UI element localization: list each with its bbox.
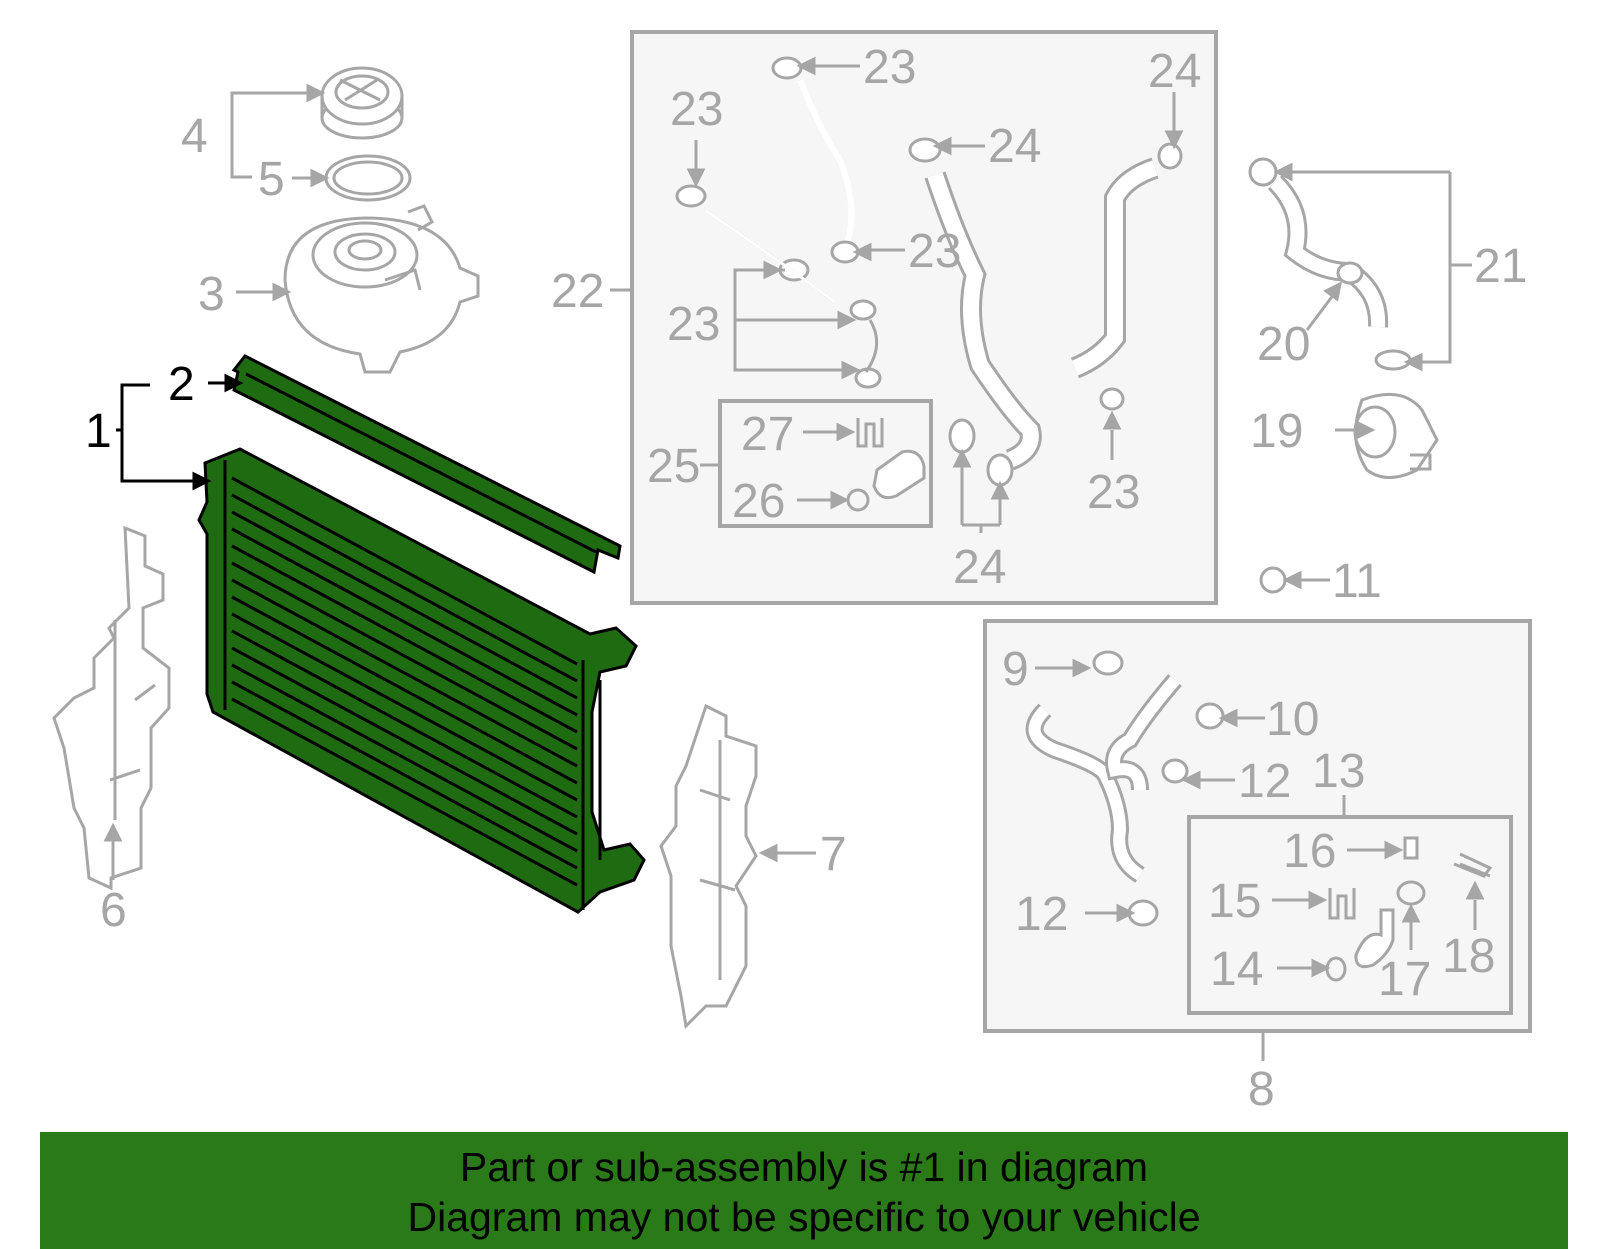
left-air-guide-part (52, 525, 171, 891)
group-box-8 (983, 619, 1532, 1033)
callout-1: 1 (85, 405, 112, 458)
callout-17: 17 (1378, 953, 1431, 1006)
callout-6: 6 (100, 884, 127, 937)
callout-26: 26 (732, 475, 785, 528)
reservoir-cap-part (320, 66, 404, 140)
hose-group-21 (1248, 157, 1412, 371)
leader-lines-highlight (116, 373, 244, 491)
callout-23-bottom: 23 (1087, 466, 1140, 519)
callout-16: 16 (1283, 825, 1336, 878)
callout-12-upper: 12 (1238, 755, 1291, 808)
callout-23-left: 23 (670, 83, 723, 136)
callout-13: 13 (1312, 745, 1365, 798)
callout-3: 3 (198, 268, 225, 321)
callout-21: 21 (1474, 240, 1527, 293)
callout-2: 2 (168, 358, 195, 411)
callout-20: 20 (1257, 318, 1310, 371)
callout-25: 25 (647, 440, 700, 493)
callout-23-top: 23 (863, 41, 916, 94)
callout-12-lower: 12 (1015, 888, 1068, 941)
leader-lines (103, 56, 1485, 1061)
callout-4: 4 (181, 110, 208, 163)
group-box-13 (1187, 815, 1513, 1015)
callout-7: 7 (820, 828, 847, 881)
callout-24-middle: 24 (988, 120, 1041, 173)
callout-18: 18 (1442, 930, 1495, 983)
callout-14: 14 (1210, 943, 1263, 996)
radiator-seal-strip-part (231, 354, 622, 575)
cap-seal-part (324, 154, 412, 202)
callout-5: 5 (258, 153, 285, 206)
callout-23-right: 23 (908, 225, 961, 278)
hose-group-22 (675, 56, 1183, 512)
callout-9: 9 (1002, 643, 1029, 696)
callout-24-bottom: 24 (953, 541, 1006, 594)
aux-water-pump-part (1353, 392, 1439, 479)
callout-11: 11 (1332, 555, 1382, 608)
callout-15: 15 (1208, 875, 1261, 928)
callout-24-top: 24 (1148, 45, 1201, 98)
callout-10: 10 (1266, 693, 1319, 746)
callout-8: 8 (1248, 1063, 1275, 1116)
banner-line-2: Diagram may not be specific to your vehi… (407, 1194, 1201, 1240)
callout-23-bracket: 23 (667, 298, 720, 351)
right-air-guide-part (659, 703, 758, 1030)
hose-group-8 (1025, 650, 1493, 982)
callout-27: 27 (741, 408, 794, 461)
banner-line-1: Part or sub-assembly is #1 in diagram (459, 1144, 1149, 1190)
callout-19: 19 (1250, 405, 1303, 458)
clamp-part-11 (1259, 566, 1287, 594)
expansion-tank-part (283, 204, 480, 374)
callout-22: 22 (551, 265, 604, 318)
radiator-part (197, 447, 646, 914)
info-banner: Part or sub-assembly is #1 in diagram Di… (40, 1132, 1568, 1249)
